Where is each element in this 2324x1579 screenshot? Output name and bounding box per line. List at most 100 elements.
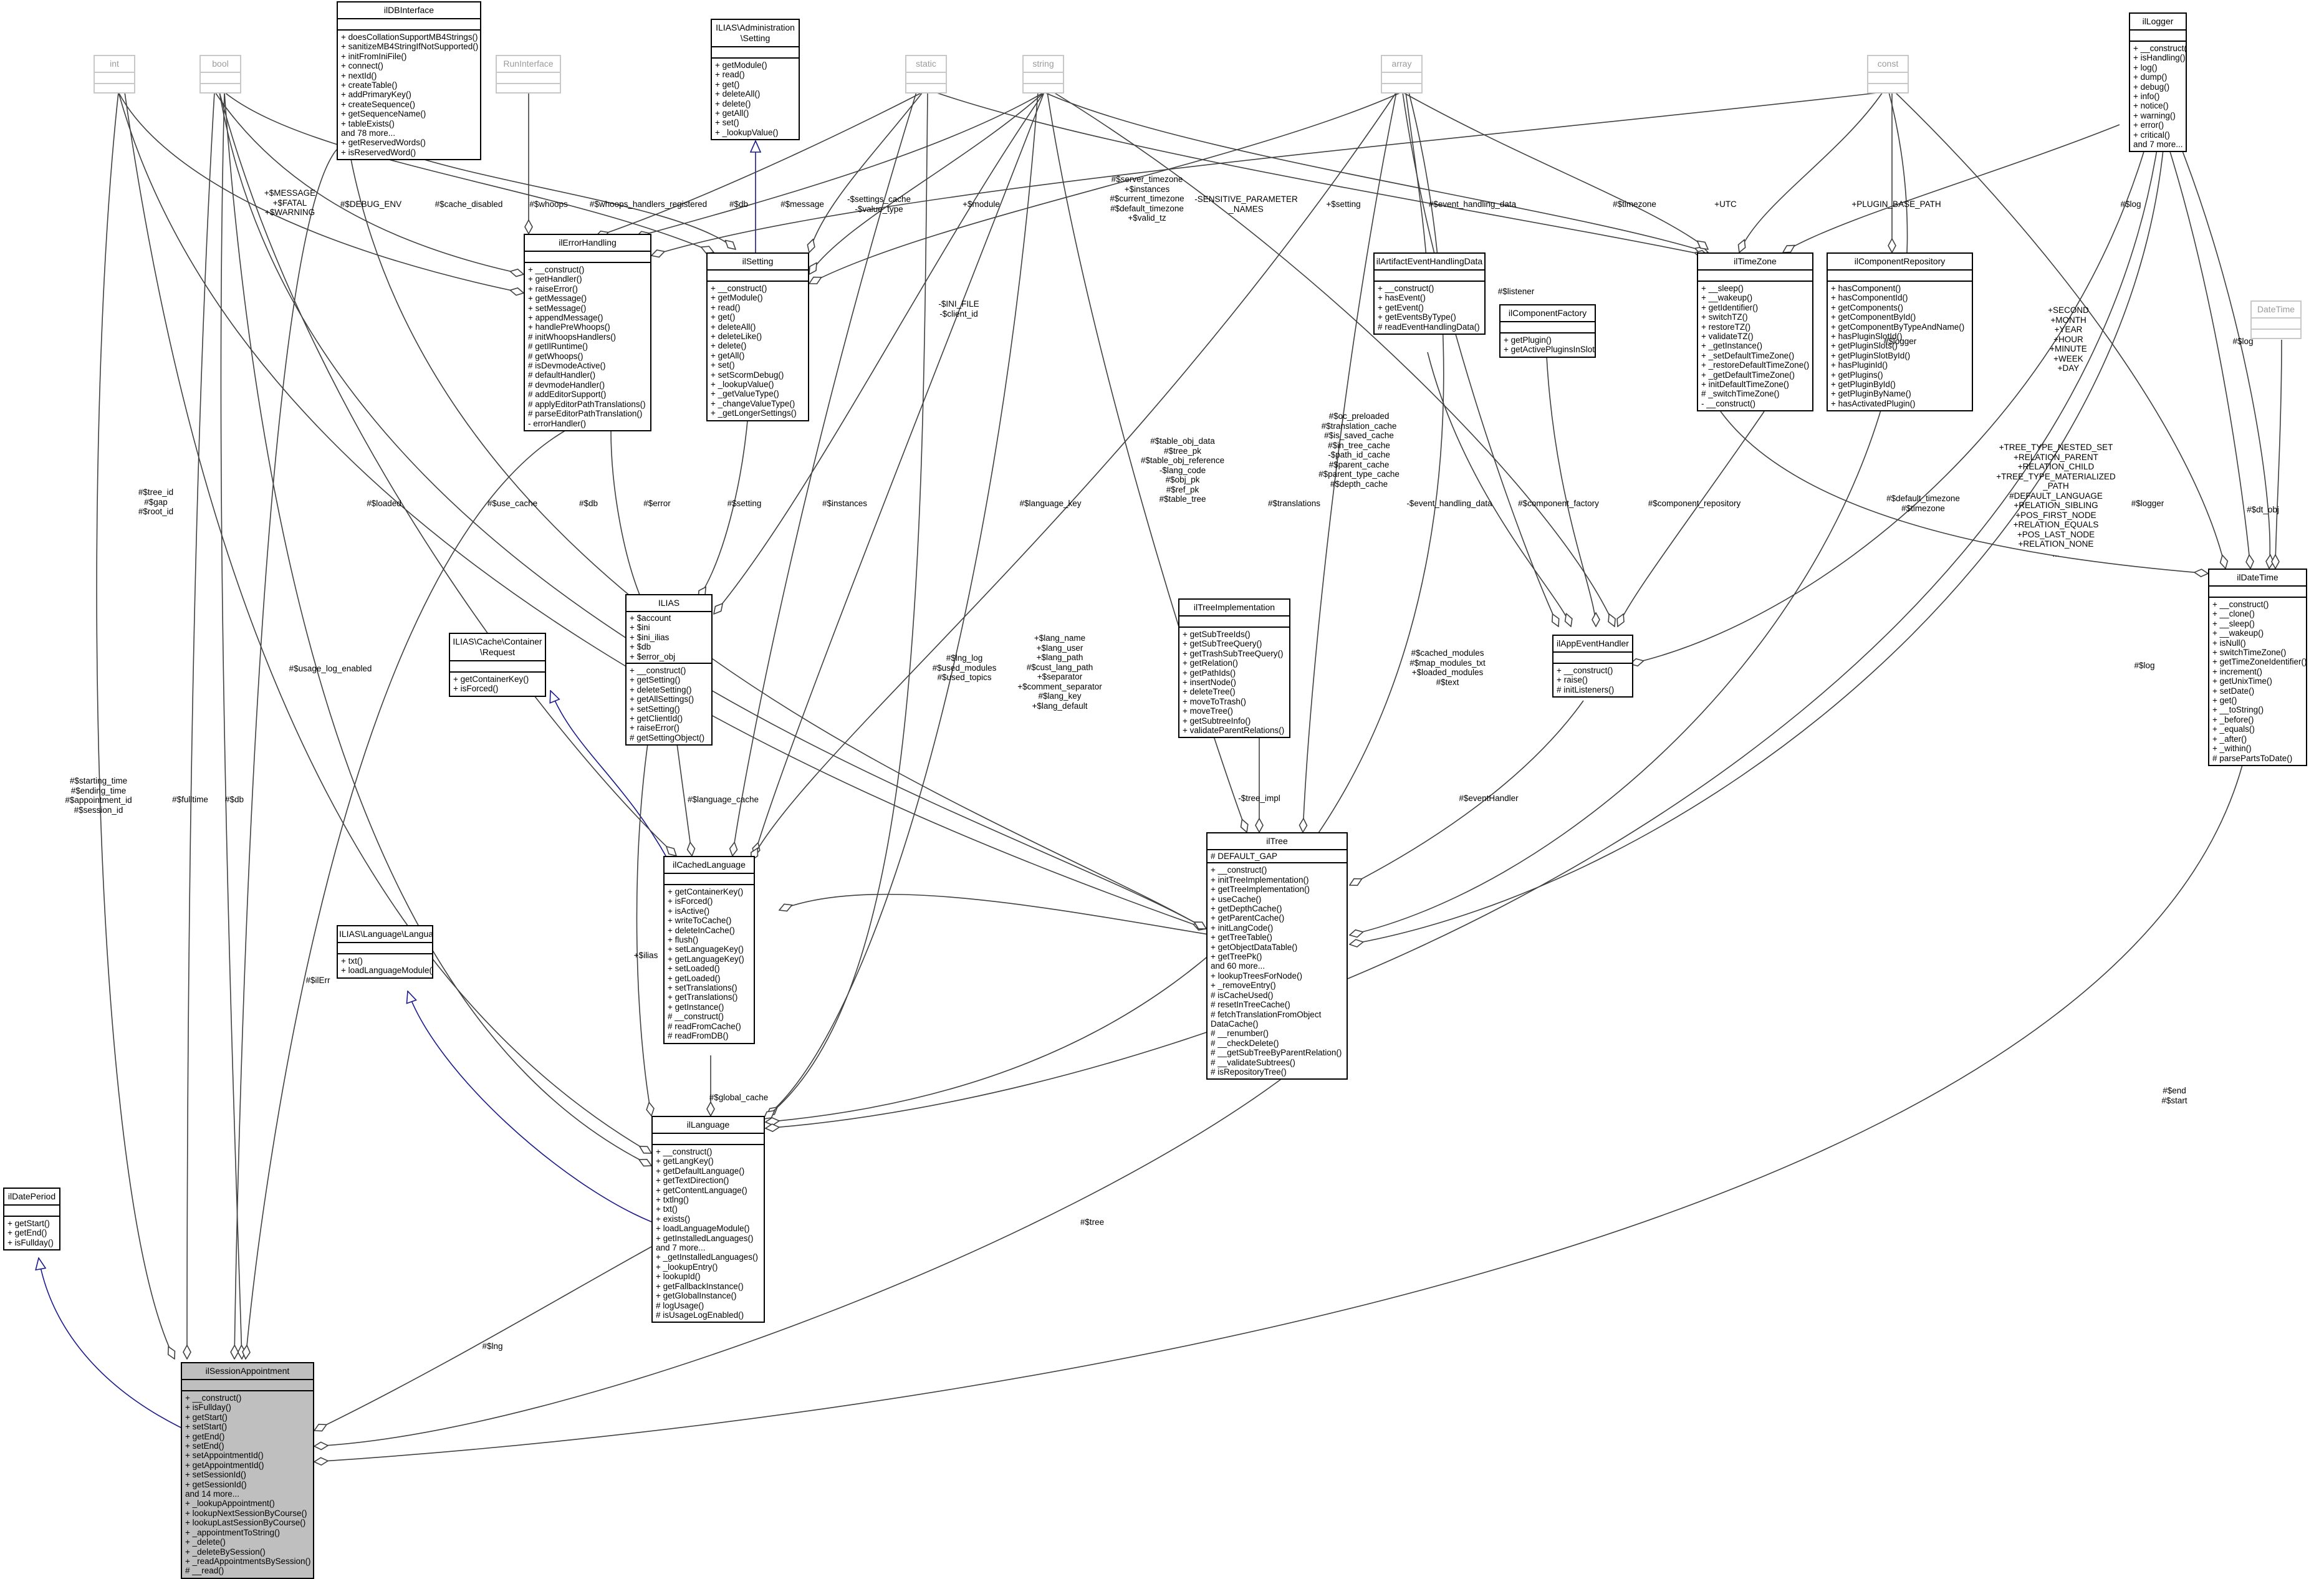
operation: + _equals() [2212, 724, 2255, 734]
edge-const-dt [1894, 92, 2226, 569]
class-box-ilias[interactable]: ILIAS+ $account+ $ini+ $ini_ilias+ $db+ … [625, 594, 713, 746]
operation: + getLanguageKey() [668, 954, 744, 964]
class-box-array[interactable]: array [1381, 55, 1423, 94]
edge-label-language-cache: #$language_cache [687, 795, 759, 804]
operation: + notice() [2133, 101, 2169, 111]
class-box-ilerrorhandling[interactable]: ilErrorHandling+ __construct()+ getHandl… [524, 234, 651, 431]
operation: # resetInTreeCache() [1211, 1000, 1290, 1010]
class-box-const[interactable]: const [1867, 55, 1909, 94]
operation: + raiseError() [630, 723, 679, 733]
edge-setting-ilias [698, 414, 749, 598]
operation: + getStart() [7, 1219, 50, 1228]
edge-label-log-dt: #$log [2232, 337, 2254, 346]
class-box-int[interactable]: int [94, 55, 135, 94]
edge-array-tz [1402, 92, 1708, 249]
operations-section [1382, 84, 1421, 92]
class-box-bool[interactable]: bool [199, 55, 241, 94]
operation: and 7 more... [2133, 140, 2183, 150]
operation: + getActivePluginsInSlot() [1504, 345, 1596, 355]
operation: + getPlugin() [1504, 335, 1552, 345]
class-box-illogger[interactable]: ilLogger+ __construct()+ isHandling()+ l… [2129, 12, 2187, 153]
class-box-iltreeimplementation[interactable]: ilTreeImplementation+ getSubTreeIds()+ g… [1178, 598, 1290, 739]
class-title: ilTree [1208, 833, 1347, 850]
class-box-ilcachedlanguage[interactable]: ilCachedLanguage+ getContainerKey()+ isF… [663, 856, 755, 1044]
class-box-ilsetting[interactable]: ilSetting+ __construct()+ getModule()+ r… [706, 252, 809, 421]
operation: + isFullday() [7, 1237, 54, 1247]
operation: + deleteTree() [1183, 687, 1236, 697]
operation: + __sleep() [1701, 284, 1744, 293]
operation: + initFromIniFile() [341, 51, 407, 61]
class-box-ildateperiod[interactable]: ilDatePeriod+ getStart()+ getEnd()+ isFu… [3, 1188, 60, 1251]
operation: + getSubtreeInfo() [1183, 716, 1251, 726]
operation: + validateTZ() [1701, 332, 1754, 342]
class-box-runinterface[interactable]: RunInterface [496, 55, 561, 94]
class-box-iltimezone[interactable]: ilTimeZone+ __sleep()+ __wakeup()+ getId… [1697, 252, 1813, 412]
operation: + flush() [668, 935, 699, 945]
attributes-section [1382, 73, 1421, 84]
class-box-datetime[interactable]: DateTime [2250, 300, 2302, 339]
edge-static-setting [809, 92, 923, 252]
operation: + read() [715, 70, 745, 80]
edge-label-lng-log: #$lng_log #$used_modules #$used_topics [932, 653, 997, 682]
operation: # __checkDelete() [1211, 1038, 1279, 1048]
operation: + set() [711, 360, 735, 370]
operations-section [497, 84, 560, 92]
operation: + getSubTreeIds() [1183, 630, 1251, 639]
operation: + _within() [2212, 744, 2252, 754]
edge-bool-err [214, 92, 524, 274]
class-title: RunInterface [497, 56, 560, 73]
operation: + loadLanguageModule() [341, 966, 433, 976]
operation: # devmodeHandler() [528, 380, 605, 390]
operation: + __construct() [528, 265, 585, 274]
edge-logger-tz [1783, 124, 2120, 252]
operation: # getIlRuntime() [528, 342, 588, 352]
operation: + __wakeup() [2212, 628, 2264, 638]
operation: + get() [711, 312, 736, 322]
class-box-iltree[interactable]: ilTree# DEFAULT_GAP+ __construct()+ init… [1206, 832, 1348, 1080]
edge-array-setting [809, 92, 1402, 284]
operation: + __construct() [2212, 600, 2269, 609]
class-box-adminsetting[interactable]: ILIAS\Administration \Setting+ getModule… [711, 19, 800, 141]
operation: + getEnd() [7, 1228, 47, 1238]
attributes-section [653, 1134, 764, 1145]
operation: + getAllSettings() [630, 694, 694, 704]
class-box-illanguage[interactable]: ilLanguage+ __construct()+ getLangKey()+… [651, 1116, 765, 1323]
class-box-static[interactable]: static [905, 55, 947, 94]
edge-bool-setting [224, 92, 714, 252]
operations-section [95, 84, 134, 92]
class-box-ildatetime[interactable]: ilDateTime+ __construct()+ __clone()+ __… [2208, 569, 2307, 766]
operation: + getClientId() [630, 714, 683, 724]
operation: + deleteAll() [715, 89, 761, 99]
operation: + setAppointmentId() [185, 1451, 264, 1461]
attribute: + $account [630, 613, 671, 623]
class-box-ildbinterface[interactable]: ilDBInterface+ doesCollationSupportMB4St… [337, 1, 481, 161]
edge-label-oc-preloaded: #$oc_preloaded #$translation_cache #$is_… [1318, 411, 1400, 489]
operation: + hasActivatedPlugin() [1831, 398, 1916, 408]
class-box-ilsessionappointment[interactable]: ilSessionAppointment+ __construct()+ isF… [181, 1362, 314, 1579]
operation: # parsePartsToDate() [2212, 753, 2293, 763]
class-title: DateTime [2252, 302, 2300, 319]
edge-label-whoops: #$whoops [529, 199, 568, 209]
class-box-ilcomponentrepository[interactable]: ilComponentRepository+ hasComponent()+ h… [1827, 252, 1973, 412]
operation: + setLoaded() [668, 964, 720, 974]
operation: + info() [2133, 92, 2160, 102]
operation: + _getInstance() [1701, 341, 1762, 351]
class-box-ilappeventhandler[interactable]: ilAppEventHandler+ __construct()+ raise(… [1552, 635, 1633, 698]
operation: # getSettingObject() [630, 732, 705, 742]
class-box-cacherequest[interactable]: ILIAS\Cache\Container \Request+ getConta… [449, 633, 546, 697]
class-box-ilartifacteventhandlingdata[interactable]: ilArtifactEventHandlingData+ __construct… [1373, 252, 1486, 335]
class-box-langlanguage[interactable]: ILIAS\Language\Language+ txt()+ loadLang… [337, 925, 433, 979]
operation: + getPluginByName() [1831, 389, 1911, 399]
class-box-ilcomponentfactory[interactable]: ilComponentFactory+ getPlugin()+ getActi… [1499, 304, 1596, 358]
operation: # initWhoopsHandlers() [528, 332, 617, 342]
operation: + moveTree() [1183, 706, 1233, 716]
operation: + restoreTZ() [1701, 322, 1751, 332]
operation: + _readAppointmentsBySession() [185, 1556, 311, 1566]
operation: + createTable() [341, 80, 398, 90]
operations-section [906, 84, 946, 92]
class-box-string[interactable]: string [1022, 55, 1064, 94]
operation: and 60 more... [1211, 961, 1265, 971]
operation: + isForced() [668, 896, 713, 906]
operation: + __construct() [656, 1147, 713, 1156]
